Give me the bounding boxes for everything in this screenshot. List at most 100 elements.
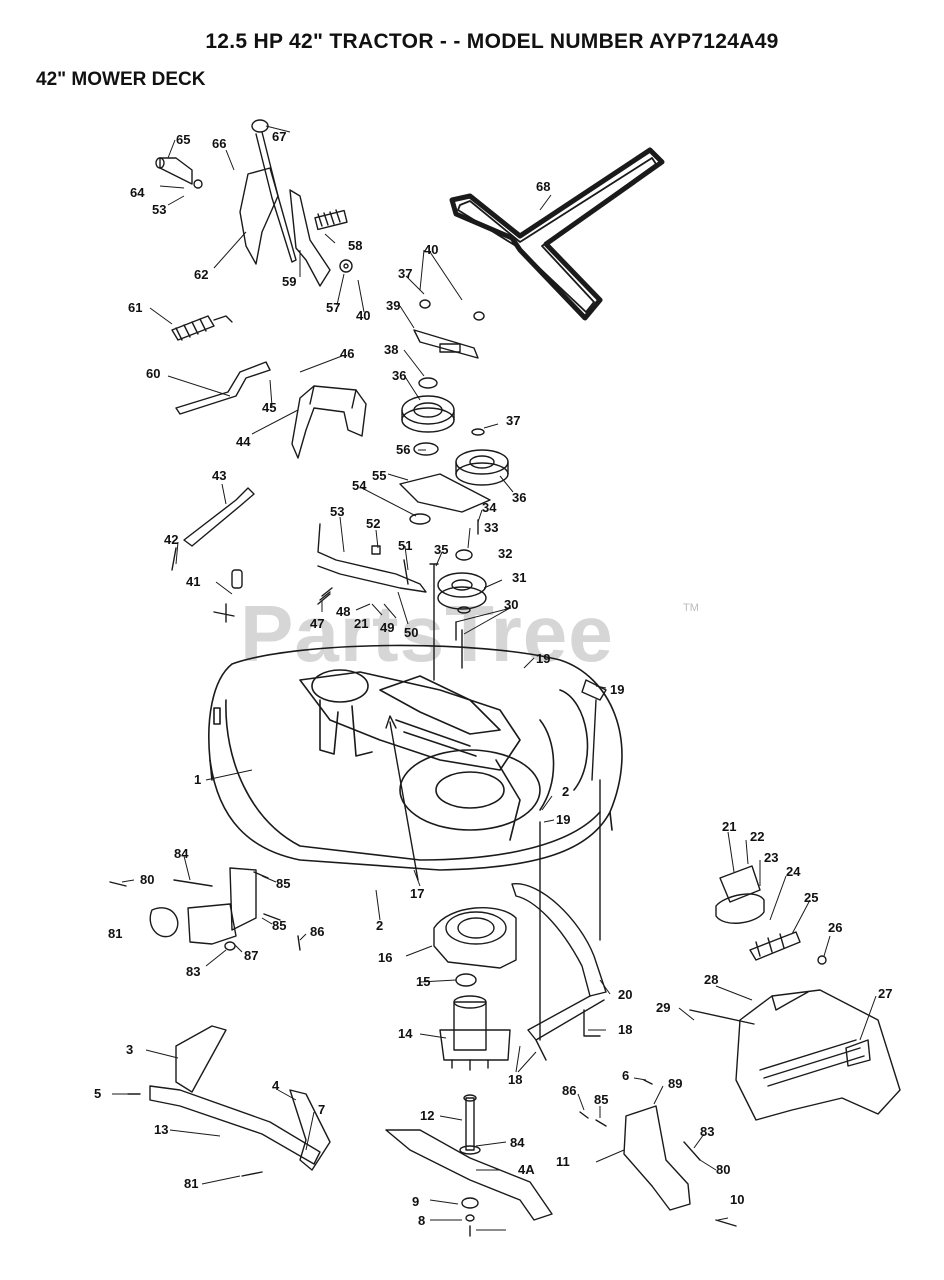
callout-number: 81 [184,1176,198,1191]
callout-number: 56 [396,442,410,457]
callout-number: 26 [828,920,842,935]
callout-number: 9 [412,1194,419,1209]
mower-deck-housing [208,644,623,871]
callout-number: 28 [704,972,718,987]
callout-number: 53 [330,504,344,519]
callout-number: 19 [556,812,570,827]
page-title: 12.5 HP 42" TRACTOR - - MODEL NUMBER AYP… [205,30,779,53]
callout-number: 85 [594,1092,608,1107]
callout-number: 85 [276,876,290,891]
callout-number: 35 [434,542,448,557]
callout-number: 19 [536,651,550,666]
callout-number: 6 [622,1068,629,1083]
callout-number: 32 [498,546,512,561]
callout-number: 40 [424,242,438,257]
callout-number: 48 [336,604,350,619]
callout-number: 60 [146,366,160,381]
callout-number: 27 [878,986,892,1001]
callout-number: 80 [716,1162,730,1177]
callout-number: 7 [318,1102,325,1117]
callout-number: 10 [730,1192,744,1207]
callout-number: 4 [272,1078,280,1093]
watermark-trademark: TM [683,602,699,614]
callout-number: 15 [416,974,430,989]
callout-number: 2 [376,918,383,933]
callout-number: 31 [512,570,526,585]
callout-number: 85 [272,918,286,933]
callout-number: 59 [282,274,296,289]
belt-part [449,147,665,321]
callout-number: 36 [392,368,406,383]
callout-number: 38 [384,342,398,357]
callout-number: 86 [562,1083,576,1098]
callout-number: 20 [618,987,632,1002]
callout-number: 11 [556,1154,570,1169]
callout-number: 17 [410,886,424,901]
discharge-chute-part [735,989,901,1121]
callout-number: 39 [386,298,400,313]
callout-number: 34 [482,500,497,515]
callout-number: 4A [518,1162,535,1177]
callout-number: 5 [94,1086,101,1101]
callout-number: 2 [562,784,569,799]
callout-number: 87 [244,948,258,963]
callout-number: 89 [668,1076,682,1091]
callout-number: 1 [194,772,201,787]
callout-number: 3 [126,1042,133,1057]
callout-number: 37 [398,266,412,281]
callout-number: 62 [194,267,208,282]
callout-number: 83 [186,964,200,979]
callout-number: 61 [128,300,142,315]
callout-number: 8 [418,1213,425,1228]
callout-number: 55 [372,468,386,483]
callout-number: 14 [398,1026,413,1041]
callout-number: 58 [348,238,362,253]
callout-number: 45 [262,400,276,415]
callout-number: 30 [504,597,518,612]
callout-number: 84 [174,846,189,861]
callout-number: 64 [130,185,145,200]
callout-number: 24 [786,864,801,879]
callout-number: 81 [108,926,122,941]
callout-labels: 65 66 67 64 53 68 62 58 59 57 40 40 37 3… [94,129,892,1228]
watermark-logo: PartsTree [240,589,614,678]
callout-number: 52 [366,516,380,531]
callout-number: 36 [512,490,526,505]
callout-number: 29 [656,1000,670,1015]
callout-number: 51 [398,538,412,553]
callout-number: 83 [700,1124,714,1139]
callout-number: 50 [404,625,418,640]
callout-number: 25 [804,890,818,905]
callout-number: 37 [506,413,520,428]
lift-lever-part [239,119,353,287]
callout-number: 46 [340,346,354,361]
callout-number: 66 [212,136,226,151]
callout-number: 33 [484,520,498,535]
callout-number: 86 [310,924,324,939]
callout-number: 41 [186,574,200,589]
callout-number: 19 [610,682,624,697]
callout-number: 49 [380,620,394,635]
callout-number: 23 [764,850,778,865]
callout-number: 57 [326,300,340,315]
callout-number: 40 [356,308,370,323]
callout-number: 47 [310,616,324,631]
callout-number: 22 [750,829,764,844]
spring-part [171,315,233,341]
callout-number: 65 [176,132,190,147]
callout-number: 42 [164,532,178,547]
callout-number: 16 [378,950,392,965]
callout-number: 44 [236,434,251,449]
callout-number: 21 [722,819,736,834]
callout-number: 68 [536,179,550,194]
callout-number: 18 [618,1022,632,1037]
callout-number: 53 [152,202,166,217]
callout-number: 12 [420,1108,434,1123]
callout-number: 80 [140,872,154,887]
callout-number: 43 [212,468,226,483]
callout-number: 84 [510,1135,525,1150]
callout-number: 54 [352,478,367,493]
callout-number: 18 [508,1072,522,1087]
callout-number: 13 [154,1122,168,1137]
